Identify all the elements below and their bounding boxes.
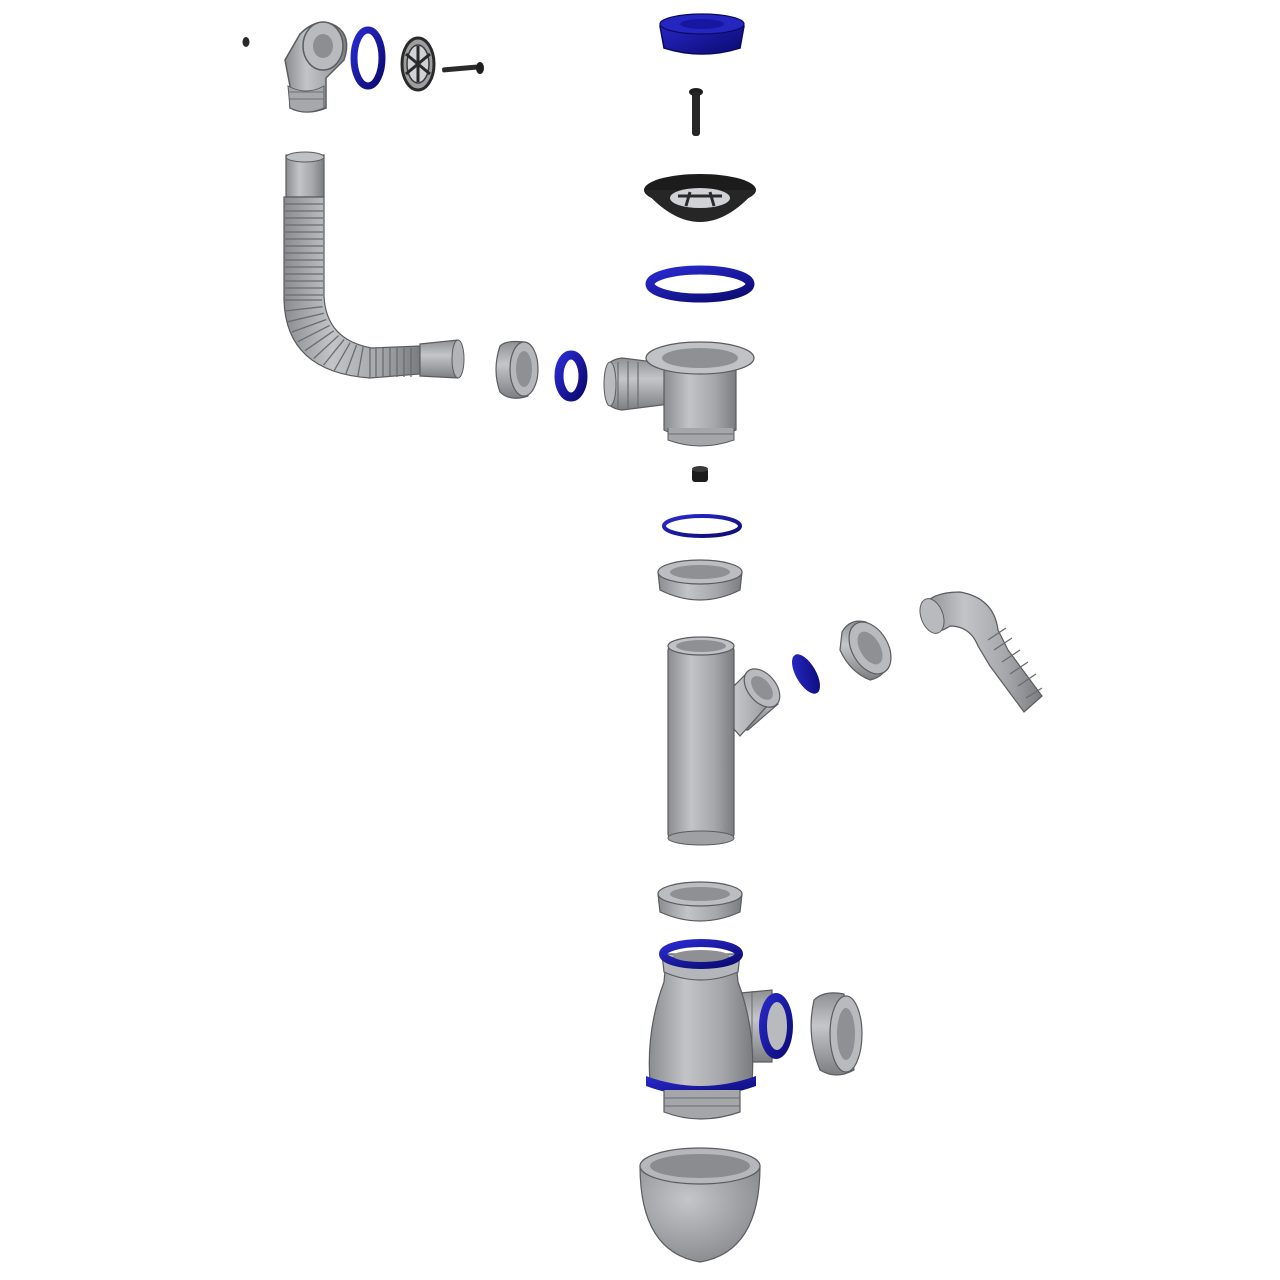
hose-connector-elbow: [919, 591, 1043, 713]
overflow-grille: [400, 36, 436, 92]
hose-union-nut: [495, 340, 539, 399]
outlet-union-nut: [810, 992, 863, 1076]
trap-bottom-cup: [639, 1147, 761, 1263]
overflow-small-screw: [242, 37, 250, 47]
plug-cap: [659, 13, 745, 55]
small-black-washer: [692, 466, 708, 482]
overflow-screw: [442, 62, 484, 74]
hose-seal: [554, 350, 588, 402]
thin-seal-ring: [662, 514, 742, 538]
branch-seal: [792, 654, 820, 694]
drain-grate: [644, 174, 756, 222]
drain-seal-ring: [645, 265, 755, 303]
lower-union-nut: [657, 881, 743, 922]
overflow-seal-ring: [350, 26, 386, 90]
drain-screw: [689, 88, 703, 136]
upper-union-nut: [657, 559, 743, 601]
bottle-trap-body: [646, 939, 793, 1120]
flexible-overflow-hose: [283, 151, 465, 379]
drain-body: [603, 341, 755, 447]
overflow-elbow: [284, 21, 348, 113]
branch-pipe: [667, 636, 781, 846]
branch-union-nut: [839, 620, 892, 681]
